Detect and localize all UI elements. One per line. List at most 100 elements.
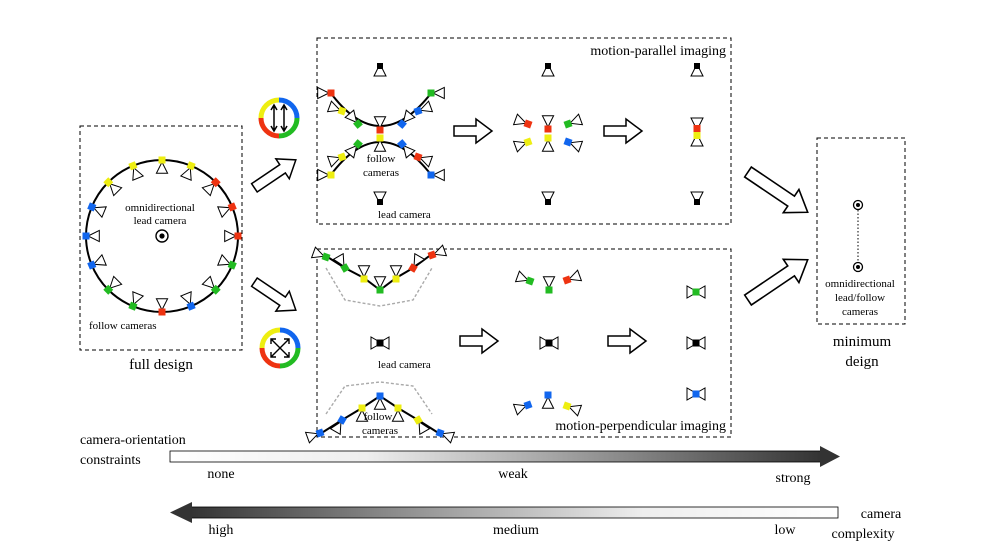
ring-follow-camera-icon <box>224 229 242 243</box>
omnidirectional-lead-camera-icon <box>155 229 169 243</box>
perp-lead-camera-icon <box>370 336 390 350</box>
orientation-tick-strong: strong <box>776 471 811 486</box>
parallel-mid-camera-icon <box>512 113 533 129</box>
lead-camera-label-top: lead camera <box>378 209 431 221</box>
perp-follow-label-1: follow <box>364 411 393 423</box>
parallel-upper-camera-icon <box>344 109 363 129</box>
omni-lead-label-1: omnidirectional <box>125 202 195 214</box>
orientation-arrowhead-icon <box>820 446 840 467</box>
ring-follow-camera-icon <box>201 177 221 197</box>
perp-mid-lead-camera-icon <box>539 336 559 350</box>
ring-follow-camera-icon <box>179 291 196 311</box>
perpendicular-constraint-wheel-icon <box>259 327 301 369</box>
parallel-mid-camera-icon <box>563 113 584 129</box>
perp-upper-camera-icon <box>389 265 403 283</box>
orientation-tick-weak: weak <box>498 467 528 482</box>
arrow-to-parallel-icon <box>250 158 297 194</box>
perp-upper-camera-icon <box>332 252 350 273</box>
lead-camera-label-bottom: lead camera <box>378 359 431 371</box>
parallel-mid-camera-icon <box>563 137 584 153</box>
parallel-upper-camera-icon <box>326 100 347 116</box>
parallel-lower-camera-icon <box>317 168 335 182</box>
ring-follow-camera-icon <box>87 253 107 270</box>
ring-follow-camera-icon <box>179 161 196 181</box>
perp-final-top-camera-icon <box>686 285 706 299</box>
ring-follow-camera-icon <box>87 202 107 219</box>
process-arrow-icon <box>603 117 644 145</box>
parallel-upper-camera-icon <box>427 86 445 100</box>
orientation-scale-title-2: constraints <box>80 453 141 468</box>
complexity-arrowhead-icon <box>170 502 192 523</box>
perp-lower-camera-icon <box>373 392 387 410</box>
complexity-tick-low: low <box>775 523 797 538</box>
ring-follow-camera-icon <box>103 177 123 197</box>
process-arrow-icon <box>607 327 648 355</box>
full-design-label: full design <box>129 357 193 373</box>
parallel-lead-camera-top-icon <box>373 63 387 77</box>
complexity-gradient-bar <box>189 506 839 519</box>
parallel-mid-camera-icon <box>541 134 555 152</box>
ring-follow-camera-icon <box>128 291 145 311</box>
minimum-label-2: deign <box>845 354 879 370</box>
parallel-mid-lead-top-icon <box>541 63 555 77</box>
perp-mid-camera-icon <box>541 391 555 409</box>
parallel-lower-camera-icon <box>344 139 363 159</box>
perp-final-bottom-camera-icon <box>686 387 706 401</box>
parallel-follow-label-1: follow <box>367 153 396 165</box>
perp-upper-camera-icon <box>373 276 387 294</box>
process-arrow-icon <box>453 117 494 145</box>
perp-upper-camera-icon <box>427 244 448 260</box>
parallel-final-lead-top-icon <box>690 63 704 77</box>
complexity-tick-high: high <box>209 523 234 538</box>
perp-lower-camera-icon <box>304 428 325 444</box>
motion-perpendicular-label: motion-perpendicular imaging <box>555 419 726 434</box>
parallel-lower-camera-icon <box>427 168 445 182</box>
ring-follow-camera-icon <box>155 156 169 174</box>
perp-upper-camera-icon <box>357 265 371 283</box>
parallel-mid-camera-icon <box>541 115 555 133</box>
arrow-to-perpendicular-icon <box>250 276 297 312</box>
parallel-upper-camera-icon <box>317 86 335 100</box>
perp-lower-camera-icon <box>355 404 369 422</box>
parallel-lower-camera-icon <box>326 152 347 168</box>
minimum-follow-camera-icon <box>852 261 864 273</box>
full-design-box <box>79 125 243 351</box>
complexity-tick-medium: medium <box>493 523 539 538</box>
perp-follow-label-2: cameras <box>362 425 398 437</box>
complexity-scale-title-1: camera <box>861 507 902 522</box>
ring-follow-camera-icon <box>217 253 237 270</box>
follow-cameras-label: follow cameras <box>89 320 157 332</box>
perp-mid-camera-icon <box>562 401 583 417</box>
parallel-constraint-wheel-icon <box>258 97 300 139</box>
parallel-lead-camera-bottom-icon <box>373 191 387 205</box>
omni-lead-label-2: lead camera <box>134 215 187 227</box>
perp-mid-camera-icon <box>562 269 583 285</box>
process-arrow-icon <box>459 327 500 355</box>
minimum-lead-camera-icon <box>852 199 864 211</box>
perp-lower-camera-icon <box>329 415 347 436</box>
arrow-parallel-to-minimum-icon <box>743 165 809 214</box>
minimum-box-label-3: cameras <box>842 306 878 318</box>
perpendicular-follow-cameras <box>304 244 706 444</box>
parallel-mid-lead-bottom-icon <box>541 191 555 205</box>
orientation-tick-none: none <box>207 467 234 482</box>
ring-follow-camera-icon <box>155 298 169 316</box>
motion-parallel-label: motion-parallel imaging <box>590 44 726 59</box>
ring-follow-camera-icon <box>217 202 237 219</box>
motion-parallel-box <box>316 37 732 225</box>
perp-mid-camera-icon <box>512 400 533 416</box>
arrow-perpendicular-to-minimum-icon <box>743 258 809 307</box>
parallel-final-lead-bottom-icon <box>690 191 704 205</box>
parallel-upper-camera-icon <box>397 109 416 129</box>
minimum-design-box <box>816 137 906 325</box>
minimum-label-1: minimum <box>833 334 892 350</box>
perp-mid-camera-icon <box>542 276 556 294</box>
parallel-upper-camera-icon <box>413 100 434 116</box>
perp-lower-camera-icon <box>435 428 456 444</box>
perp-final-lead-camera-icon <box>686 336 706 350</box>
parallel-lower-camera-icon <box>373 134 387 152</box>
orientation-scale-title-1: camera-orientation <box>80 433 186 448</box>
ring-follow-camera-icon <box>82 229 100 243</box>
perp-upper-camera-icon <box>408 252 426 273</box>
parallel-upper-camera-icon <box>373 116 387 134</box>
